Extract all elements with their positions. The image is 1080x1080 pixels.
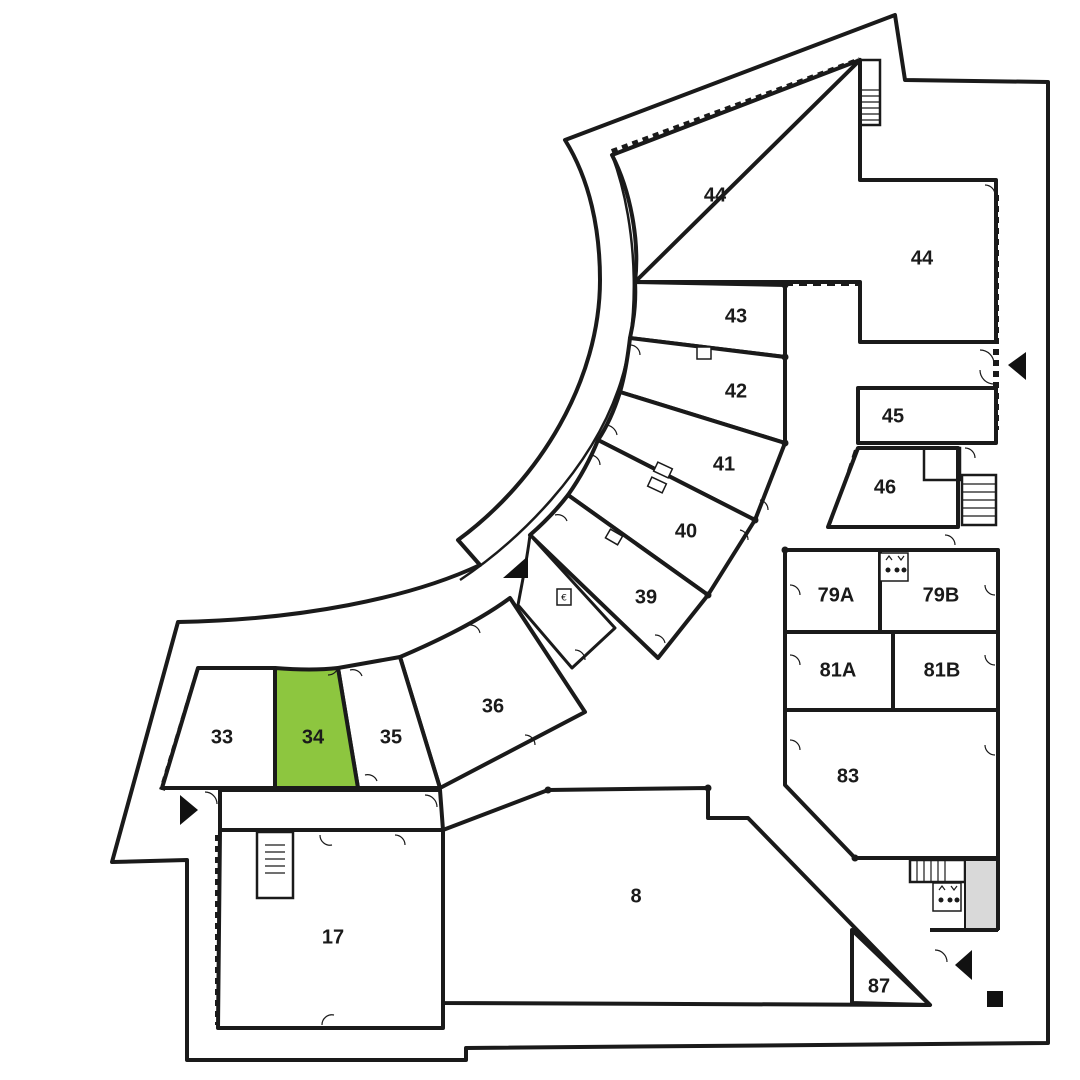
room-34[interactable]	[273, 666, 360, 790]
entrance-marker-icon-right-top[interactable]	[1008, 352, 1026, 380]
elevator-icon	[879, 552, 909, 582]
doors	[204, 184, 996, 1026]
stairs-right	[960, 473, 998, 527]
label-room-35: 35	[380, 726, 402, 748]
label-room-87: 87	[868, 975, 890, 997]
square-marker-icon	[987, 991, 1003, 1007]
stairs-bottom-right	[908, 858, 967, 884]
elevator-icon-bottom	[932, 882, 962, 912]
label-room-44a: 44	[704, 184, 727, 206]
elevator-shaft	[964, 859, 999, 931]
label-room-40: 40	[675, 520, 697, 542]
room-87[interactable]	[850, 928, 932, 1007]
room-46-annex	[922, 446, 962, 482]
sink-icon	[604, 346, 712, 546]
label-room-34: 34	[302, 726, 325, 748]
label-room-8: 8	[630, 885, 641, 907]
label-room-43: 43	[725, 305, 747, 327]
label-room-41: 41	[713, 453, 735, 475]
room-83[interactable]	[783, 708, 1000, 860]
atm-icon: €	[556, 588, 572, 606]
corridor-lower	[218, 788, 445, 832]
room-36[interactable]	[398, 596, 587, 790]
label-room-33: 33	[211, 726, 233, 748]
label-room-81b: 81B	[924, 659, 961, 681]
entrance-marker-icon-left[interactable]	[180, 795, 198, 825]
label-room-44b: 44	[911, 247, 934, 269]
label-room-81a: 81A	[820, 659, 857, 681]
label-room-79a: 79A	[818, 584, 855, 606]
label-room-42: 42	[725, 380, 747, 402]
inner-wall	[459, 154, 635, 582]
room-17[interactable]	[216, 828, 445, 1030]
room-39[interactable]	[528, 493, 710, 660]
label-room-46: 46	[874, 476, 896, 498]
svg-text:€: €	[561, 594, 567, 604]
label-room-79b: 79B	[923, 584, 960, 606]
room-8[interactable]	[441, 786, 932, 1007]
junction-dots	[544, 281, 859, 862]
label-room-36: 36	[482, 695, 504, 717]
room-45[interactable]	[856, 386, 998, 445]
label-room-39: 39	[635, 586, 657, 608]
building-outline	[110, 13, 1050, 1062]
corridor-right-wall	[930, 858, 1000, 932]
entrance-marker-icon-center[interactable]	[503, 556, 528, 578]
label-room-83: 83	[837, 765, 859, 787]
label-room-17: 17	[322, 926, 344, 948]
entrance-marker-icon-right-bottom[interactable]	[955, 950, 972, 980]
stairs-17	[255, 830, 295, 900]
label-room-45: 45	[882, 405, 904, 427]
